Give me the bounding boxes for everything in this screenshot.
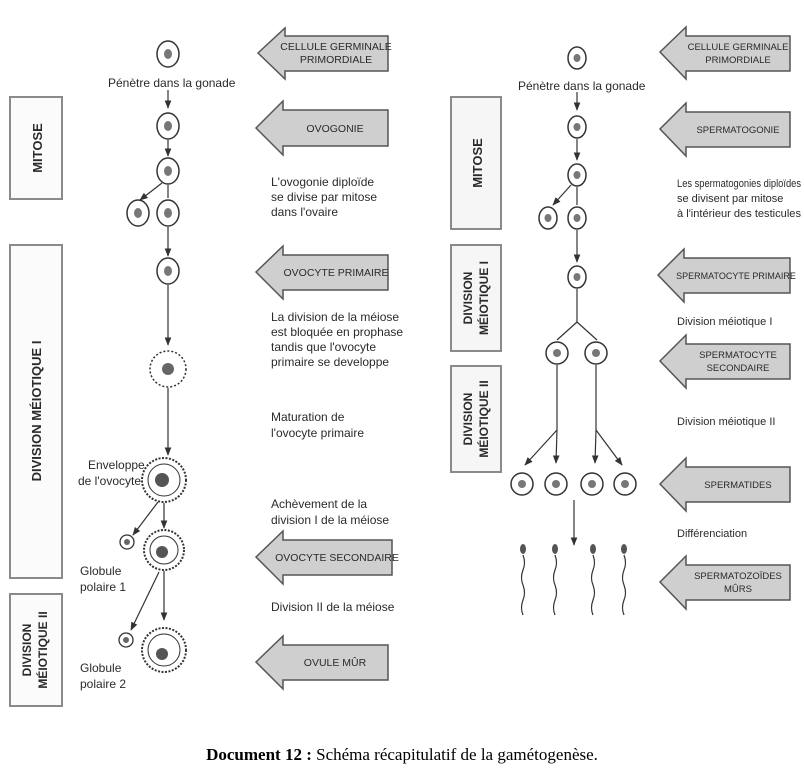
spermatozoide-3 [590, 544, 596, 616]
label-penetre-gonade-oo: Pénètre dans la gonade [108, 76, 236, 90]
phase-box-meiose-1-sp: DIVISION MÉIOTIQUE I [450, 244, 502, 352]
phase-label-mitose: MITOSE [30, 123, 45, 173]
svg-text:OVOGONIE: OVOGONIE [306, 123, 363, 135]
desc-meiose-1-sp: Division méiotique I [677, 316, 772, 328]
desc-differenciation: Différenciation [677, 528, 747, 540]
svg-text:SPERMATOCYTE PRIMAIRE: SPERMATOCYTE PRIMAIRE [676, 271, 796, 281]
stage-arrow-spermatocyte-primaire: SPERMATOCYTE PRIMAIRE [656, 247, 796, 304]
svg-text:L'ovogonie diploïde: L'ovogonie diploïde [271, 175, 374, 189]
svg-text:est bloquée en prophase: est bloquée en prophase [271, 325, 403, 339]
desc-blocage-meiose: La division de la méiose est bloquée en … [271, 310, 403, 369]
svg-text:dans l'ovaire: dans l'ovaire [271, 205, 338, 219]
svg-text:MÉIOTIQUE II: MÉIOTIQUE II [476, 380, 491, 457]
phase-label-meiose-1: DIVISION MÉIOTIQUE I [29, 341, 44, 482]
svg-text:polaire 2: polaire 2 [80, 677, 126, 691]
stage-arrow-cellule-germinale-sp: CELLULE GERMINALE PRIMORDIALE [658, 25, 791, 81]
svg-text:SPERMATOZOÏDES: SPERMATOZOÏDES [694, 571, 782, 582]
svg-text:Achèvement de la: Achèvement de la [271, 497, 367, 511]
spermatozoa [520, 544, 627, 616]
phase-box-meiose-2-sp: DIVISION MÉIOTIQUE II [450, 365, 502, 473]
desc-ovogonie: L'ovogonie diploïde se divise par mitose… [271, 175, 377, 219]
svg-text:DIVISION: DIVISION [461, 393, 475, 446]
stage-arrow-ovule-mur: OVULE MÛR [254, 634, 389, 691]
stage-arrow-spermatozoides: SPERMATOZOÏDES MÛRS [658, 554, 791, 611]
svg-text:à l'intérieur des testicules: à l'intérieur des testicules [677, 208, 801, 220]
caption-label: Document 12 : [206, 745, 312, 764]
svg-text:CELLULE GERMINALE: CELLULE GERMINALE [688, 42, 789, 53]
svg-text:La division de la méiose: La division de la méiose [271, 310, 399, 324]
oogenesis-cells [118, 40, 187, 673]
phase-box-meiose-1: DIVISION MÉIOTIQUE I [9, 244, 63, 579]
svg-text:SPERMATOGONIE: SPERMATOGONIE [696, 125, 779, 136]
stage-arrow-cellule-germinale: CELLULE GERMINALE PRIMORDIALE [256, 26, 392, 81]
label-globule-1: Globule polaire 1 [80, 564, 126, 594]
svg-text:Maturation de: Maturation de [271, 410, 345, 424]
label-globule-2: Globule polaire 2 [80, 661, 126, 691]
svg-text:Les spermatogonies diploïdes: Les spermatogonies diploïdes [677, 178, 801, 190]
desc-achevement: Achèvement de la division I de la méiose [271, 497, 389, 527]
spermatozoide-2 [552, 544, 558, 616]
spermatogenesis-cells [510, 46, 637, 546]
svg-text:de l'ovocyte: de l'ovocyte [78, 474, 141, 488]
svg-text:PRIMORDIALE: PRIMORDIALE [705, 55, 770, 66]
gametogenesis-diagram: MITOSE DIVISION MÉIOTIQUE I DIVISION MÉI… [9, 25, 801, 707]
desc-meiose-2-sp: Division méiotique II [677, 416, 775, 428]
svg-text:Enveloppe: Enveloppe [88, 458, 145, 472]
svg-text:se divisent par mitose: se divisent par mitose [677, 193, 783, 205]
stage-arrow-ovocyte-secondaire: OVOCYTE SECONDAIRE [254, 529, 399, 586]
label-enveloppe: Enveloppe de l'ovocyte [78, 458, 145, 488]
svg-text:SPERMATOCYTE: SPERMATOCYTE [699, 350, 777, 361]
desc-maturation: Maturation de l'ovocyte primaire [271, 410, 364, 440]
phase-box-mitose-sp: MITOSE [450, 96, 502, 230]
phase-box-meiose-2: DIVISION MÉIOTIQUE II [9, 593, 63, 707]
svg-text:CELLULE GERMINALE: CELLULE GERMINALE [280, 41, 391, 53]
svg-text:polaire 1: polaire 1 [80, 580, 126, 594]
phase-label-mitose-sp: MITOSE [470, 138, 485, 188]
caption-text: Schéma récapitulatif de la gamétogenèse. [311, 745, 598, 764]
svg-text:SPERMATIDES: SPERMATIDES [704, 480, 771, 491]
stage-arrow-spermatides: SPERMATIDES [658, 456, 791, 513]
desc-division-2: Division II de la méiose [271, 600, 395, 614]
label-penetre-gonade-sp: Pénètre dans la gonade [518, 79, 646, 93]
svg-text:SECONDAIRE: SECONDAIRE [707, 363, 770, 374]
svg-text:division I de la méiose: division I de la méiose [271, 513, 389, 527]
svg-text:OVULE MÛR: OVULE MÛR [304, 656, 367, 669]
svg-text:OVOCYTE PRIMAIRE: OVOCYTE PRIMAIRE [283, 267, 388, 279]
stage-arrow-ovocyte-primaire: OVOCYTE PRIMAIRE [254, 244, 389, 301]
svg-text:l'ovocyte primaire: l'ovocyte primaire [271, 426, 364, 440]
svg-text:Globule: Globule [80, 564, 122, 578]
svg-text:MÛRS: MÛRS [724, 584, 752, 595]
spermatozoide-4 [621, 544, 627, 616]
svg-text:se divise par mitose: se divise par mitose [271, 190, 377, 204]
svg-text:tandis que l'ovocyte: tandis que l'ovocyte [271, 340, 376, 354]
svg-text:primaire se developpe: primaire se developpe [271, 355, 389, 369]
phase-box-mitose: MITOSE [9, 96, 63, 200]
svg-text:DIVISION: DIVISION [461, 272, 475, 325]
spermatozoide-1 [520, 544, 526, 616]
svg-text:Globule: Globule [80, 661, 122, 675]
svg-text:OVOCYTE SECONDAIRE: OVOCYTE SECONDAIRE [275, 552, 399, 564]
stage-arrow-spermatocyte-secondaire: SPERMATOCYTE SECONDAIRE [658, 333, 791, 390]
svg-text:PRIMORDIALE: PRIMORDIALE [300, 54, 372, 66]
document-caption: Document 12 : Schéma récapitulatif de la… [0, 745, 804, 765]
phase-label-meiose-2-line2: MÉIOTIQUE II [35, 611, 50, 688]
phase-label-meiose-2-line1: DIVISION [20, 624, 34, 677]
svg-text:MÉIOTIQUE I: MÉIOTIQUE I [476, 261, 491, 335]
stage-arrow-spermatogonie: SPERMATOGONIE [658, 101, 791, 158]
stage-arrow-ovogonie: OVOGONIE [254, 99, 389, 157]
desc-mitose-sp: Les spermatogonies diploïdes se divisent… [677, 178, 801, 220]
